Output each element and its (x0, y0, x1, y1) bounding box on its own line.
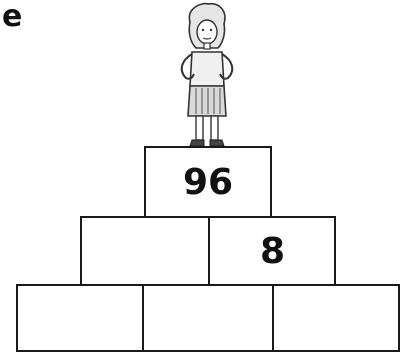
pyramid-cell-top[interactable]: 96 (144, 146, 272, 218)
pyramid-cell-middle-right[interactable]: 8 (208, 216, 336, 286)
pyramid-cell-middle-left[interactable] (80, 216, 210, 286)
pyramid-cell-bottom-middle[interactable] (142, 284, 274, 352)
pyramid-cell-bottom-left[interactable] (16, 284, 144, 352)
pyramid-cell-bottom-right[interactable] (272, 284, 400, 352)
